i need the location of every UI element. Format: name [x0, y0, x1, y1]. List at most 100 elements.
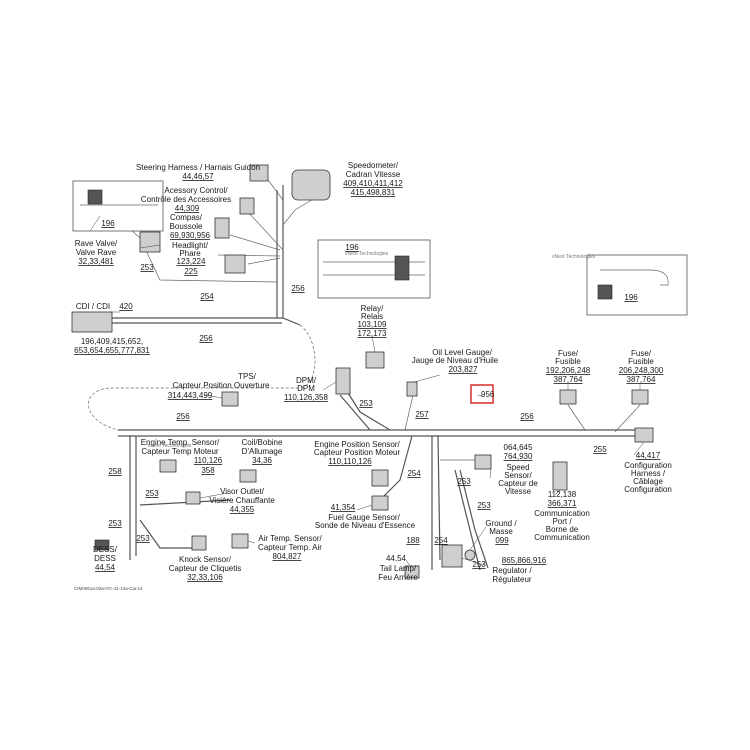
cdi-part: 420: [119, 302, 133, 311]
speed-title-3: Capteur de: [498, 479, 538, 488]
dpm-title: DPM/: [296, 376, 317, 385]
reg-title-2: Régulateur: [492, 575, 531, 584]
fuse-left-parts-1: 192,206,248: [546, 366, 591, 375]
visor-outlet: [185, 491, 201, 505]
engine-temp-title-2: Capteur Temp Moteur: [141, 447, 219, 456]
config-title-2: Harness /: [631, 469, 666, 478]
dpm-module: [335, 367, 351, 395]
footer-code: CIM0061a-02a-07c-11-12a-Cia-14: [74, 586, 143, 591]
ref-254-a: 254: [200, 292, 214, 301]
relay-title-1: Relay/: [361, 304, 384, 313]
air-temp-sensor: [231, 533, 249, 549]
watermark-3: vNext Technologies: [148, 443, 192, 449]
visor-title-2: Visière Chauffante: [209, 496, 275, 505]
engine-pos-parts: 110,110,126: [328, 457, 372, 466]
config-title-3: Câblage: [633, 477, 663, 486]
ref-258: 258: [108, 467, 122, 476]
speedometer-parts-1: 409,410,411,412: [343, 179, 403, 188]
dpm-parts: 110,126,358: [284, 393, 328, 402]
fuse-right-title-2: Fusible: [628, 357, 654, 366]
ref-196-b: 196: [345, 243, 359, 252]
fuse-left-parts-2: 387,764: [554, 375, 583, 384]
fuse-left-title-1: Fuse/: [558, 349, 579, 358]
ground-title-2: Masse: [489, 527, 513, 536]
headlight-connector: [224, 254, 246, 274]
headlight-title-1: Headlight/: [172, 241, 209, 250]
comm-title-1: Communication: [534, 509, 590, 518]
accessory-title-1: Acessory Control/: [164, 186, 228, 195]
detail-insets: [72, 180, 688, 316]
tps-title-1: TPS/: [238, 372, 257, 381]
speed-parts-2: 764,930: [504, 452, 533, 461]
ground: [464, 549, 476, 561]
accessory-control-connector: [239, 197, 255, 215]
fuse-left: [559, 389, 577, 405]
watermark-1: vNext Technologies: [345, 251, 389, 257]
ground-title-1: Ground /: [485, 519, 517, 528]
compass-title-1: Compas/: [170, 213, 203, 222]
fuel-title-2: Sonde de Niveau d'Essence: [315, 521, 416, 530]
air-title-1: Air Temp. Sensor/: [258, 534, 322, 543]
inset-steering-connector: [72, 180, 164, 232]
tail-title-2: Feu Arrière: [378, 573, 418, 582]
ref-196-a: 196: [101, 219, 115, 228]
comm-title-2: Port /: [552, 517, 572, 526]
ref-253-h: 253: [472, 560, 486, 569]
knock-title-2: Capteur de Cliquetis: [169, 564, 241, 573]
comm-title-3: Borne de: [546, 525, 579, 534]
knock-parts: 32,33,106: [187, 573, 223, 582]
configuration-harness: [634, 427, 654, 443]
compass-title-2: Boussole: [170, 222, 203, 231]
ref-253-a: 253: [140, 263, 154, 272]
steering-connector: [249, 164, 269, 182]
air-parts: 804,827: [273, 552, 302, 561]
visor-title-1: Visor Outlet/: [220, 487, 265, 496]
tps-parts: 314,443,499: [168, 391, 213, 400]
highlight-box: [470, 384, 494, 404]
relay-parts-2: 172,173: [358, 329, 387, 338]
config-title-4: Configuration: [624, 485, 672, 494]
cdi-module: [71, 311, 113, 333]
compass-connector: [214, 217, 230, 239]
comm-parts-2: 366,371: [548, 499, 577, 508]
cdi-parts-2: 653,654,655,777,831: [74, 346, 150, 355]
fuse-right: [631, 389, 649, 405]
ref-256-c: 256: [176, 412, 190, 421]
dess-connector: [94, 539, 110, 551]
dess-title-2: DESS: [94, 554, 116, 563]
headlight-parts: 123,224: [177, 257, 206, 266]
ref-253-e: 253: [136, 534, 150, 543]
watermark-2: vNext Technologies: [552, 254, 596, 260]
leader-lines: [89, 215, 645, 567]
highlight-ref: 956: [481, 390, 495, 399]
relay-parts-1: 103,109: [358, 320, 387, 329]
highlight-arrow: →: [476, 390, 484, 399]
comm-parts-1: 112,138: [548, 490, 577, 499]
ref-255: 255: [593, 445, 607, 454]
tail-parts: 44,54: [386, 554, 407, 563]
inset-connector-part: [394, 255, 410, 281]
cdi-title: CDI / CDI: [76, 302, 110, 311]
dess-parts: 44,54: [95, 563, 116, 572]
config-title-1: Configuration: [624, 461, 672, 470]
relay: [365, 351, 385, 369]
speed-title-1: Speed: [506, 463, 529, 472]
ref-253-g: 253: [477, 501, 491, 510]
engine-temp-sensor: [159, 459, 177, 473]
dpm-title-2: DPM: [297, 384, 315, 393]
ref-253-b: 253: [359, 399, 373, 408]
ref-253-c: 253: [145, 489, 159, 498]
fuel-title-1: Fuel Gauge Sensor/: [328, 513, 400, 522]
coil: [239, 469, 257, 483]
speed-parts-1: 064,645: [504, 443, 533, 452]
ref-254-c: 254: [434, 536, 448, 545]
accessory-title-2: Contrôle des Accessoires: [141, 195, 231, 204]
regulator: [441, 544, 463, 568]
tail-title-1: Tail Lamp/: [380, 564, 417, 573]
reg-parts: 865,866,916: [502, 556, 547, 565]
speedometer-gauge: [291, 169, 331, 201]
fuse-right-parts-1: 206,248,300: [619, 366, 664, 375]
dess-title-1: DESS/: [93, 545, 118, 554]
rave-valve: [139, 231, 161, 253]
visor-parts: 44,355: [230, 505, 255, 514]
